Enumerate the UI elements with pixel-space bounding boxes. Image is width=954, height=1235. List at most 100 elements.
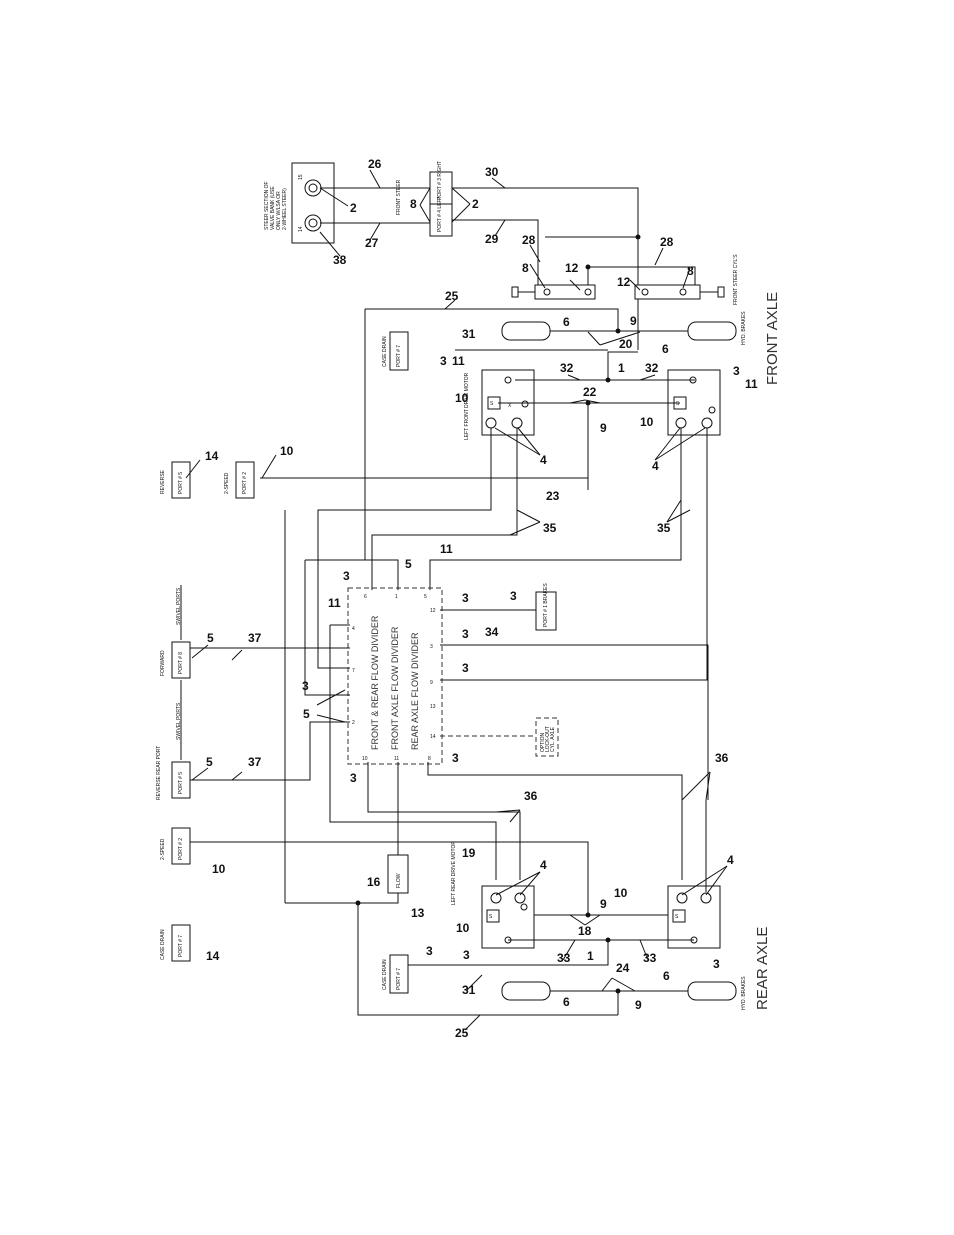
callout-3-g: 3 [462,661,469,675]
callout-25-a: 25 [445,289,459,303]
steer-section-label-2: VALVE BANK (USE [270,186,276,230]
callout-2-a: 2 [350,201,357,215]
forward-port: PORT # 8 FORWARD [160,641,191,679]
callout-32-b: 32 [645,361,659,375]
callout-16: 16 [367,875,381,889]
callout-32-a: 32 [560,361,574,375]
callout-13: 13 [411,906,425,920]
option-line-2: LOCK-OUT [545,726,551,752]
motor-port-s-2: S [676,401,680,407]
front-axle-label: FRONT AXLE [764,292,781,385]
callout-4-b: 4 [652,459,659,473]
hyd-brakes-rear-label: HYD. BRAKES [741,976,747,1010]
callout-2-b: 2 [472,197,479,211]
callout-4-c: 4 [540,858,547,872]
reverse-top-text: PORT # 5 [178,472,184,494]
motor-port-s-3: S [489,914,493,920]
case-drain-front-port: PORT # 7 CASE DRAIN [382,331,409,371]
brakes-port-text: PORT # 1 BRAKES [543,583,549,627]
fd-port-6: 6 [364,594,367,600]
callout-18: 18 [578,924,592,938]
case-drain-front-caption: CASE DRAIN [382,336,388,367]
callout-38: 38 [333,253,347,267]
case-drain-rear-text: PORT # 7 [396,968,402,990]
fd-port-5: 5 [424,594,427,600]
fd-port-12: 12 [430,608,436,614]
callout-11-a: 11 [452,354,465,368]
fd-port-13: 13 [430,704,436,710]
two-speed-port-bottom: PORT # 2 2-SPEED [160,827,191,865]
fd-port-1: 1 [395,594,398,600]
left-rear-motor-label: LEFT REAR DRIVE MOTOR [451,841,457,905]
callout-37-a: 37 [248,631,262,645]
front-steer-cyl-label: FRONT STEER CYL'S [733,254,739,305]
callout-6-b: 6 [662,342,669,356]
callout-3-c: 3 [343,569,350,583]
fd-port-4: 4 [352,626,355,632]
left-front-motor-label: LEFT FRONT DRIVE MOTOR [464,372,470,440]
front-steer-label: FRONT STEER [396,179,402,215]
flow-divider-line-3: REAR AXLE FLOW DIVIDER [410,632,420,750]
fd-port-14: 14 [430,734,436,740]
callout-27: 27 [365,236,379,250]
fd-port-8: 8 [428,756,431,762]
callout-31-b: 31 [462,983,476,997]
two-speed-port-top: PORT # 2 2-SPEED [224,461,255,499]
callout-28-a: 28 [522,233,536,247]
callout-30: 30 [485,165,499,179]
option-line-1: OPTION [540,732,546,752]
reverse-port-top: PORT # 5 REVERSE [160,461,191,499]
callout-35-a: 35 [543,521,557,535]
motor-port-s-1: S [490,401,494,407]
callout-9-c: 9 [600,897,607,911]
callout-10-f: 10 [456,921,470,935]
callout-3-j: 3 [350,771,357,785]
fd-port-3: 3 [430,644,433,650]
flow-valve: FLOW [387,854,409,894]
callout-23: 23 [546,489,560,503]
case-drain-rear-caption: CASE DRAIN [382,959,388,990]
callout-14-b: 14 [206,949,220,963]
callout-31-a: 31 [462,327,476,341]
flow-divider[interactable]: FRONT & REAR FLOW DIVIDER FRONT AXLE FLO… [347,587,443,765]
callout-8-a: 8 [410,197,417,211]
steer-valve-section: 15 14 STEER SECTION OF VALVE BANK (USE O… [264,162,335,244]
swivel-ports-label-1: SWIVEL PORTS [176,587,182,625]
callout-12-a: 12 [565,261,579,275]
callout-11-d: 11 [328,596,341,610]
option-lockout-box: OPTION LOCK-OUT CYL. AXLE [535,717,559,757]
callout-6-c: 6 [563,995,570,1009]
front-steer-cylinders: FRONT STEER CYL'S [511,254,739,305]
two-speed-top-text: PORT # 2 [242,472,248,494]
callout-34: 34 [485,625,499,639]
right-rear-drive-motor[interactable]: S [667,885,721,949]
brakes-port: PORT # 1 BRAKES [535,583,557,631]
steer-port-15: 15 [298,174,304,180]
callout-11-b: 11 [745,377,758,391]
two-speed-bottom-text: PORT # 2 [178,838,184,860]
callout-10-c: 10 [280,444,294,458]
fd-port-11: 11 [394,756,399,762]
callout-24: 24 [616,961,630,975]
reverse-rear-caption: REVERSE REAR PORT [156,746,162,800]
callout-9-a: 9 [630,314,637,328]
callout-6-a: 6 [563,315,570,329]
callout-9-d: 9 [635,998,642,1012]
option-line-3: CYL. AXLE [550,726,556,752]
fd-port-2: 2 [352,720,355,726]
fd-port-7: 7 [352,668,355,674]
callout-10-d: 10 [212,862,226,876]
steer-section-label-1: STEER SECTION OF [264,181,270,230]
port4-label: PORT # 4 LEFT [437,196,443,232]
motor-port-s-4: S [675,914,679,920]
callout-33-b: 33 [643,951,657,965]
flow-label: FLOW [396,873,402,888]
left-rear-drive-motor[interactable]: S LEFT REAR DRIVE MOTOR [451,841,535,949]
callout-6-d: 6 [663,969,670,983]
callout-36-b: 36 [715,751,729,765]
reverse-top-caption: REVERSE [160,469,166,494]
case-drain-left-text: PORT # 7 [178,935,184,957]
callout-3-n: 3 [713,957,720,971]
callout-1-b: 1 [587,949,594,963]
